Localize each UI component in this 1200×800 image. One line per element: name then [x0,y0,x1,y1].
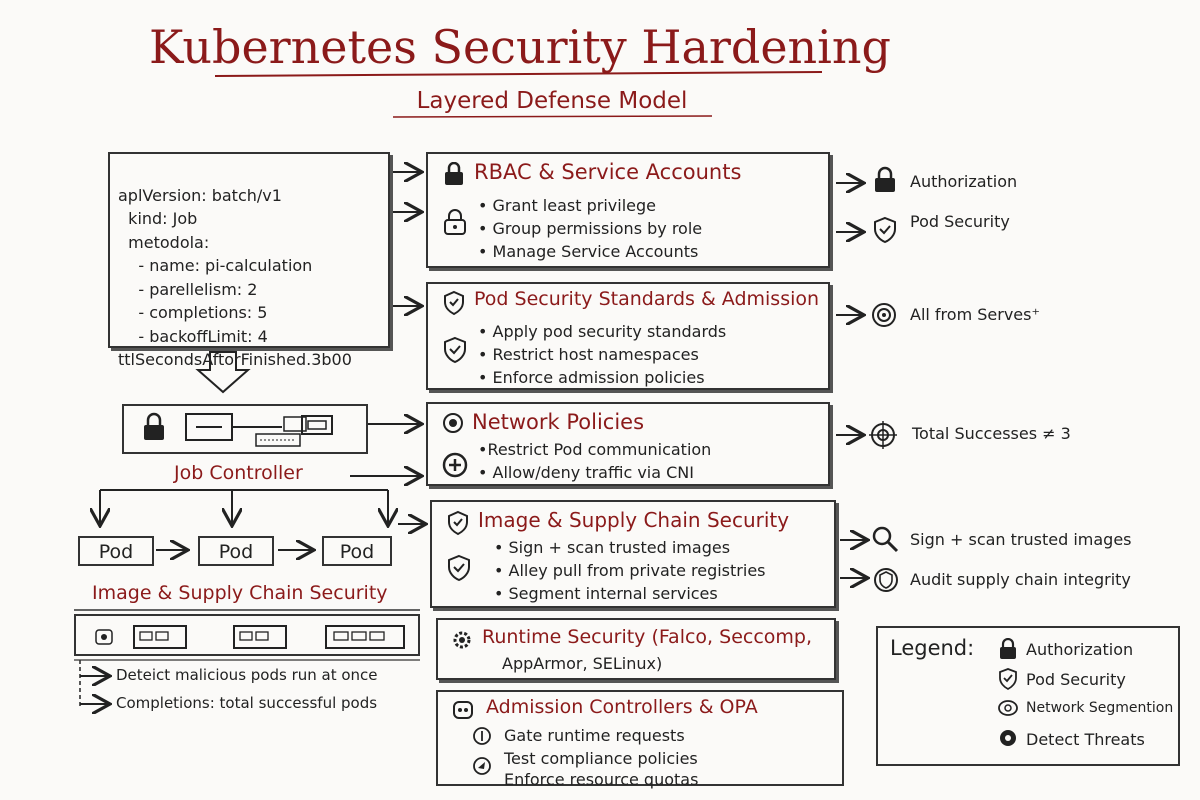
pod-box: Pod [322,536,392,566]
legend-item-pod-security: Pod Security [1026,670,1126,689]
magnifier-icon [872,526,899,553]
section-runtime-security: Runtime Security (Falco, Seccomp, AppArm… [436,618,836,680]
yaml-line: kind: Job [118,209,198,228]
section-title: Pod Security Standards & Admission [474,288,820,310]
bullet-item: • Allow/deny traffic via CNI [478,463,694,482]
side-label-pod-security: Pod Security [910,212,1010,231]
page-title: Kubernetes Security Hardening [149,20,891,74]
image-icon [95,629,113,645]
section-pod-security-standards: Pod Security Standards & Admission • App… [426,282,830,390]
legend-title: Legend: [890,636,975,660]
side-label-serves: All from Serves⁺ [910,305,1040,324]
shield-check-icon [874,216,896,244]
image-flow-diagram [95,625,405,649]
lock-icon [875,166,895,192]
gate-icon [473,727,491,745]
pod-box: Pod [78,536,154,566]
bullet-item: Test compliance policies [504,749,698,768]
shield-check-icon [444,336,466,364]
bullet-item: • Restrict host namespaces [478,345,699,364]
threat-icon [1000,730,1016,746]
shield-check-icon [999,668,1017,690]
legend: Legend: Authorization Pod Security Netwo… [876,626,1180,766]
job-controller-device [122,404,368,454]
lock-icon [1000,638,1016,659]
gear-icon [453,631,471,649]
side-label-authorization: Authorization [910,172,1018,191]
bullet-item: •Restrict Pod communication [478,440,712,459]
section-rbac: RBAC & Service Accounts • Grant least pr… [426,152,830,268]
section-title: Image & Supply Chain Security [478,508,790,532]
legend-item-network-segmentation: Network Segmention [1026,700,1174,716]
supply-chain-label: Image & Supply Chain Security [92,582,388,604]
bullet-item: • Segment internal services [494,584,718,603]
plus-circle-icon [442,452,468,478]
legend-item-authorization: Authorization [1026,640,1134,659]
shield-icon [874,568,898,592]
lock-icon [445,162,463,185]
bullet-item: • Group permissions by role [478,219,703,238]
bullet-item: • Manage Service Accounts [478,242,699,261]
job-controller-label: Job Controller [174,462,303,484]
yaml-line: - backoffLimit: 4 [118,326,268,346]
pod-box: Pod [198,536,274,566]
yaml-line: - name: pi-calculation [118,256,313,275]
side-label-successes: Total Successes ≠ 3 [912,424,1071,443]
section-network-policies: Network Policies •Restrict Pod communica… [426,402,830,486]
yaml-line: - parellelism: 2 [118,279,258,299]
section-title: Runtime Security (Falco, Seccomp, [482,626,813,648]
section-title-continued: AppArmor, SELinux) [502,654,663,673]
shield-check-icon [448,554,470,582]
side-label-audit: Audit supply chain integrity [910,570,1131,589]
note-completions: Completions: total successful pods [116,694,378,712]
section-image-supply-chain: Image & Supply Chain Security • Sign + s… [430,500,836,608]
clock-network-icon [443,413,463,433]
bullet-item: • Sign + scan trusted images [494,538,731,557]
section-title: Network Policies [472,410,645,434]
lock-icon [144,412,164,440]
target-icon [872,303,896,327]
yaml-job-spec: aplVersion: batch/v1 kind: Job metodola:… [108,152,390,369]
yaml-line: - completions: 5 [118,303,268,322]
opa-icon [453,701,473,719]
shield-check-icon [444,290,464,316]
yaml-text: aplVersion: batch/v1 kind: Job metodola:… [110,154,388,378]
controller-diagram [144,412,333,447]
section-title: Admission Controllers & OPA [486,696,758,718]
legend-item-detect-threats: Detect Threats [1026,730,1145,749]
bullet-item: • Grant least privilege [478,196,656,215]
side-label-sign-scan: Sign + scan trusted images [910,530,1132,549]
bullet-item: • Apply pod security standards [478,322,727,341]
note-malicious-pods: Deteict malicious pods run at once [116,666,378,684]
bullet-item: Gate runtime requests [504,726,685,745]
crosshair-icon [869,421,897,449]
page-subtitle: Layered Defense Model [416,88,688,114]
image-flow-strip [74,614,420,656]
section-title: RBAC & Service Accounts [474,160,742,184]
network-icon [998,700,1018,716]
yaml-line: metodola: [118,232,210,252]
lock-icon [444,209,466,235]
compass-icon [473,757,491,775]
bullet-item: Enforce resource quotas [504,770,699,789]
yaml-line: aplVersion: batch/v1 [118,185,282,205]
bullet-item: • Enforce admission policies [478,368,705,387]
yaml-line: ttlSecondsAftorFinished.3b00 [118,350,352,369]
shield-check-icon [448,510,468,536]
section-admission-controllers: Admission Controllers & OPA Gate runtime… [436,690,844,789]
bullet-item: • Alley pull from private registries [494,561,766,580]
